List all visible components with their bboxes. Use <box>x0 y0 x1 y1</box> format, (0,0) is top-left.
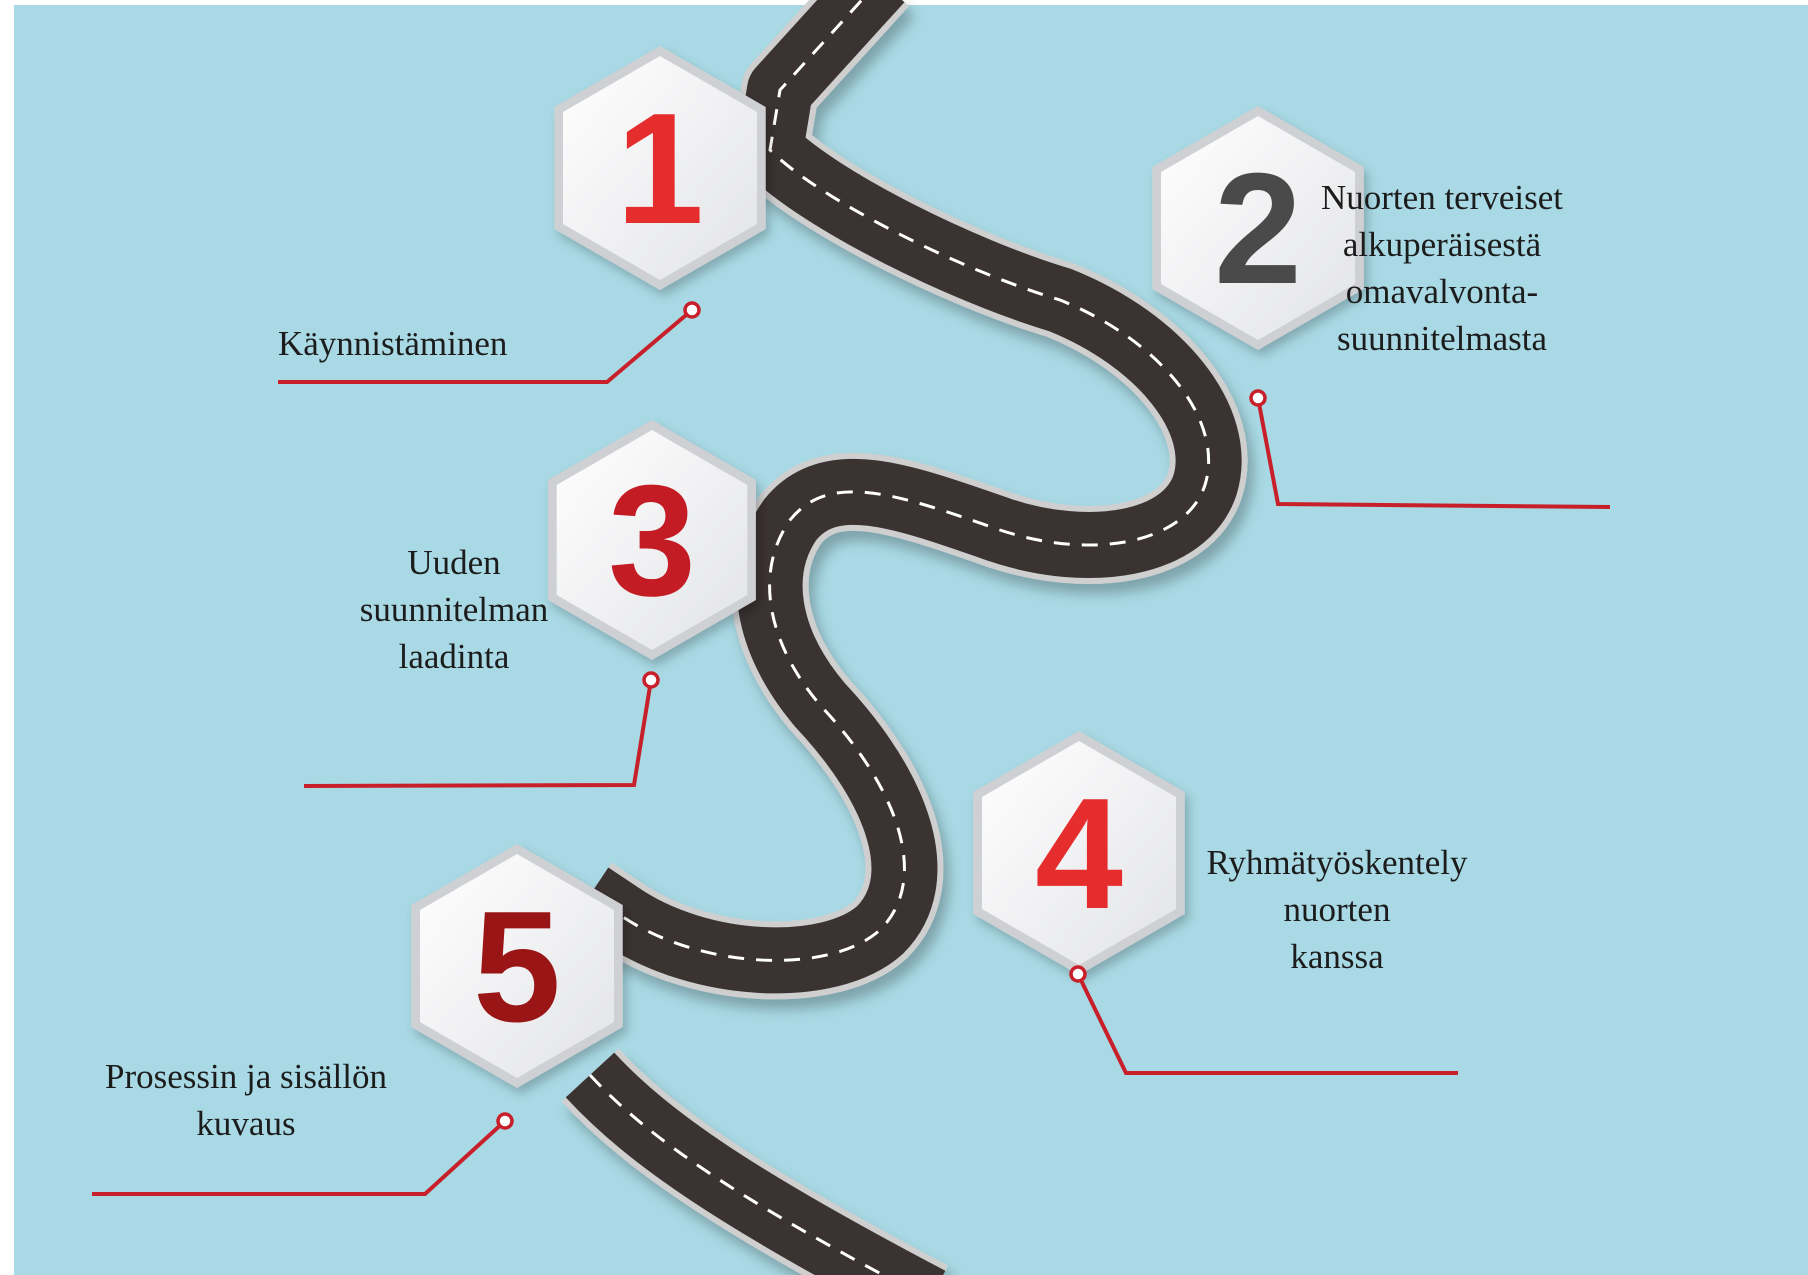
step-1-label: Käynnistäminen <box>278 324 507 363</box>
leader-dot <box>496 1112 514 1130</box>
step-labels: Käynnistäminen Nuorten terveiset alkuperäi… <box>105 178 1563 1143</box>
leader-dot <box>683 301 701 319</box>
step-5-hexagon: 5 <box>411 844 623 1088</box>
leader-dot <box>1069 965 1087 983</box>
hexagon-inner <box>563 56 757 280</box>
step-1-number: 1 <box>616 81 704 257</box>
step-2-number: 2 <box>1214 141 1302 317</box>
step-label-line: Prosessin ja sisällön <box>105 1057 387 1096</box>
step-label-line: Nuorten terveiset <box>1321 178 1563 217</box>
step-2-leader <box>1249 389 1611 509</box>
leader-line <box>278 308 694 384</box>
step-label-line: Käynnistäminen <box>278 324 507 363</box>
step-3-hexagon: 3 <box>548 420 756 660</box>
step-label-line: omavalvonta- <box>1346 272 1538 311</box>
step-1-hexagon: 1 <box>554 46 766 290</box>
step-2-hexagon: 2 <box>1152 106 1364 350</box>
step-4-number: 4 <box>1035 766 1123 942</box>
hexagon-inner <box>556 430 748 650</box>
step-leader-lines <box>92 301 1611 1196</box>
step-label-line: laadinta <box>399 637 510 676</box>
leader-line <box>1256 397 1611 509</box>
step-3-leader <box>303 671 660 788</box>
leader-line <box>92 1119 507 1196</box>
step-1-leader <box>278 301 701 384</box>
hexagon-inner <box>982 741 1176 965</box>
step-label-line: suunnitelman <box>360 590 549 629</box>
leader-dot <box>1249 389 1267 407</box>
leader-line <box>1076 973 1458 1075</box>
step-3-label: Uuden suunnitelman laadinta <box>360 543 549 676</box>
winding-road <box>561 0 1248 1275</box>
step-2-label: Nuorten terveiset alkuperäisestä omavalvon… <box>1321 178 1563 358</box>
step-3-number: 3 <box>608 453 696 629</box>
step-label-line: Uuden <box>407 543 500 582</box>
step-5-label: Prosessin ja sisällön kuvaus <box>105 1057 387 1143</box>
step-4-hexagon: 4 <box>973 731 1185 975</box>
hexagon-inner <box>1161 116 1355 340</box>
road-lane-marking <box>588 0 1211 1275</box>
step-label-line: kuvaus <box>196 1104 295 1143</box>
step-5-number: 5 <box>473 879 561 1055</box>
step-label-line: suunnitelmasta <box>1337 319 1547 358</box>
step-4-label: Ryhmätyöskentely nuorten kanssa <box>1206 843 1468 976</box>
leader-dot <box>642 671 660 689</box>
step-label-line: nuorten <box>1284 890 1391 929</box>
step-label-line: kanssa <box>1290 937 1384 976</box>
hexagon-inner <box>420 854 614 1078</box>
step-label-line: Ryhmätyöskentely <box>1206 843 1468 882</box>
step-hexagons: 1 2 3 4 5 <box>411 46 1364 1088</box>
step-label-line: alkuperäisestä <box>1343 225 1542 264</box>
step-5-leader <box>92 1112 514 1196</box>
leader-line <box>303 679 653 788</box>
step-4-leader <box>1069 965 1458 1075</box>
